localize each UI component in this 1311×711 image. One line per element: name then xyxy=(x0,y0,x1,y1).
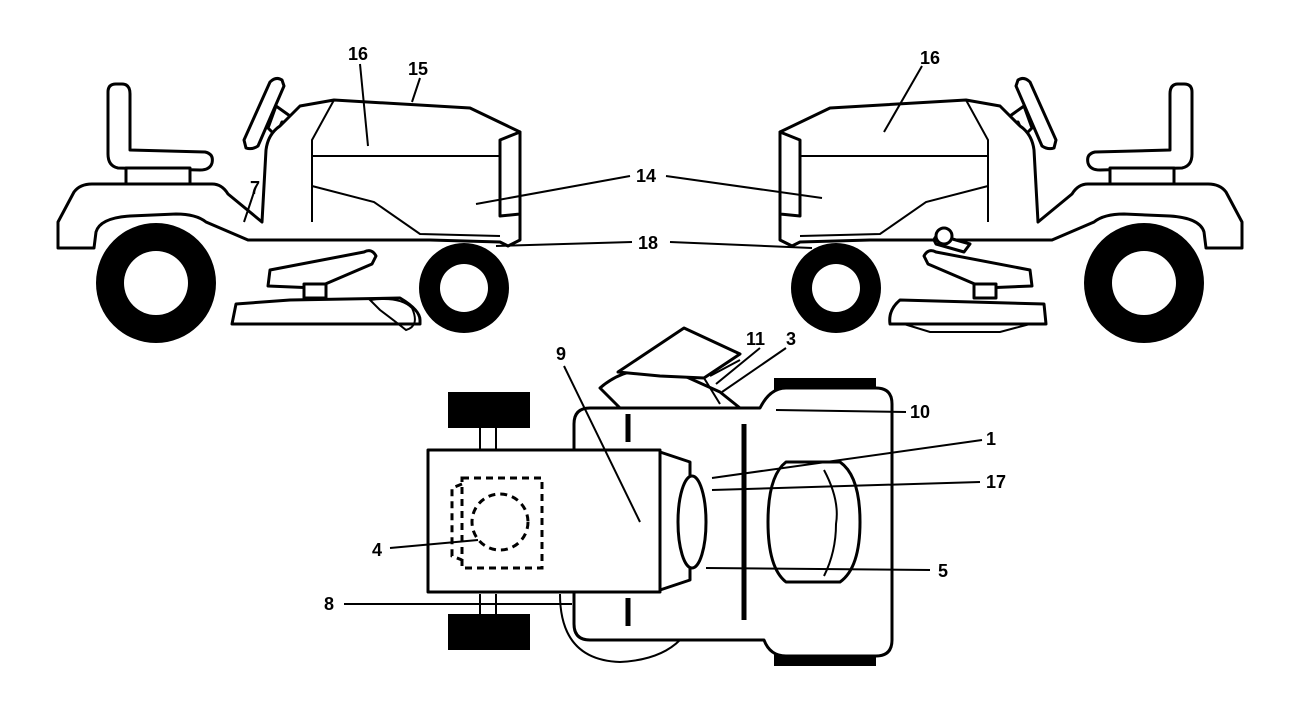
right-lift-knob xyxy=(934,226,954,246)
leader-18-left xyxy=(495,241,633,247)
top-steering-wheel xyxy=(676,474,708,570)
callout-4: 4 xyxy=(372,540,382,560)
callout-9: 9 xyxy=(556,344,566,364)
callout-7: 7 xyxy=(250,178,260,198)
top-engine-air-filter xyxy=(470,492,530,552)
top-front-axle-stubs xyxy=(479,428,497,614)
left-seat-back xyxy=(106,82,214,172)
callout-5: 5 xyxy=(938,561,948,581)
callout-14: 14 xyxy=(636,166,656,186)
left-grille xyxy=(498,130,522,218)
left-seat-base xyxy=(124,166,192,186)
leader-15 xyxy=(411,77,421,103)
top-front-left-tire xyxy=(448,392,530,428)
right-rear-hub xyxy=(1112,251,1176,315)
top-view xyxy=(426,326,894,666)
right-mower-deck xyxy=(888,298,1048,326)
top-seat xyxy=(766,460,862,584)
left-steering-wheel xyxy=(242,76,286,151)
leader-1 xyxy=(711,439,983,479)
right-body xyxy=(778,98,1244,250)
leader-lines xyxy=(243,63,983,605)
callout-1: 1 xyxy=(986,429,996,449)
callout-17: 17 xyxy=(986,472,1006,492)
left-footrest xyxy=(266,249,378,290)
right-deck-hanger xyxy=(972,282,998,300)
leader-14-right xyxy=(665,175,823,199)
leader-16-right xyxy=(883,65,923,133)
right-footrest xyxy=(922,249,1034,290)
callout-10: 10 xyxy=(910,402,930,422)
right-steering-wheel xyxy=(1014,76,1058,151)
callout-16-right: 16 xyxy=(920,48,940,68)
leader-10 xyxy=(775,409,907,413)
right-deck-bottom xyxy=(903,323,1031,333)
leader-14-left xyxy=(475,175,631,205)
top-front-right-tire xyxy=(448,614,530,650)
left-body xyxy=(56,98,522,250)
right-seat-base xyxy=(1108,166,1176,186)
top-engine-side-outline xyxy=(450,482,463,562)
left-rear-hub xyxy=(124,251,188,315)
left-front-hub xyxy=(440,264,488,312)
leader-7 xyxy=(243,191,255,223)
right-grille xyxy=(778,130,802,218)
leader-4 xyxy=(389,539,479,549)
left-mower-deck xyxy=(230,296,422,326)
top-engine-outline xyxy=(460,476,544,570)
callout-16-left: 16 xyxy=(348,44,368,64)
callout-8: 8 xyxy=(324,594,334,614)
callout-3: 3 xyxy=(786,329,796,349)
leader-18-right xyxy=(669,241,813,249)
top-discharge-chute xyxy=(616,326,742,380)
leader-5 xyxy=(705,567,931,571)
callout-numbers: 16 15 7 14 18 16 9 11 3 10 1 17 5 4 8 xyxy=(250,44,1006,614)
leader-11 xyxy=(715,347,761,385)
top-chute-link xyxy=(703,359,741,405)
callout-18: 18 xyxy=(638,233,658,253)
right-side-view xyxy=(778,76,1244,343)
right-seat-back xyxy=(1086,82,1194,172)
callout-11: 11 xyxy=(746,329,765,349)
left-deck-hanger xyxy=(302,282,328,300)
top-deck-lower-outline xyxy=(559,593,681,664)
leader-16-left xyxy=(359,63,369,147)
callout-15: 15 xyxy=(408,59,428,79)
top-hood xyxy=(426,448,662,594)
left-side-view xyxy=(56,76,522,343)
leader-9 xyxy=(563,365,641,523)
leader-3 xyxy=(721,347,787,393)
leader-17 xyxy=(711,481,981,491)
left-discharge-chute xyxy=(367,298,416,332)
right-front-hub xyxy=(812,264,860,312)
